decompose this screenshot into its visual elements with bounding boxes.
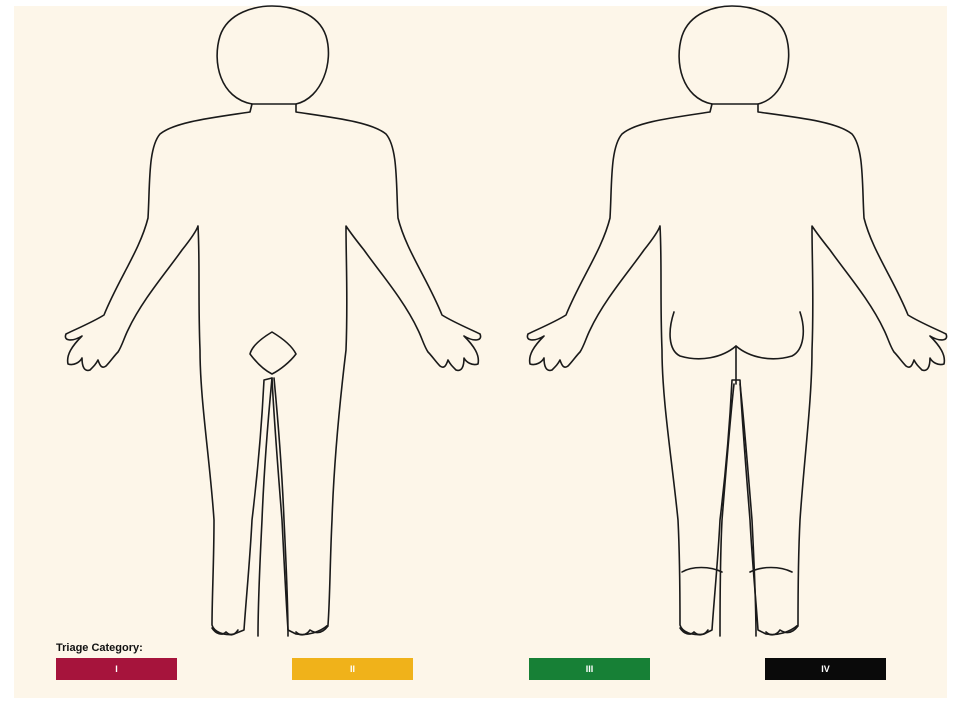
back-head-outline [679,6,789,104]
back-inner-leg-line [720,384,734,636]
back-body-figure[interactable] [527,6,946,636]
triage-category-i-button[interactable]: I [56,658,177,680]
back-right-ankle [750,568,792,573]
triage-category-iii-button[interactable]: III [529,658,650,680]
front-head-outline [217,6,328,104]
front-groin-outline [250,332,296,374]
triage-category-label: Triage Category: [56,642,143,654]
triage-category-iv-button[interactable]: IV [765,658,886,680]
front-body-figure[interactable] [65,6,480,636]
front-body-outline [65,104,480,635]
front-inner-leg-line [258,378,272,636]
back-body-outline [527,104,946,635]
front-left-foot-toes [212,628,238,635]
triage-category-ii-button[interactable]: II [292,658,413,680]
